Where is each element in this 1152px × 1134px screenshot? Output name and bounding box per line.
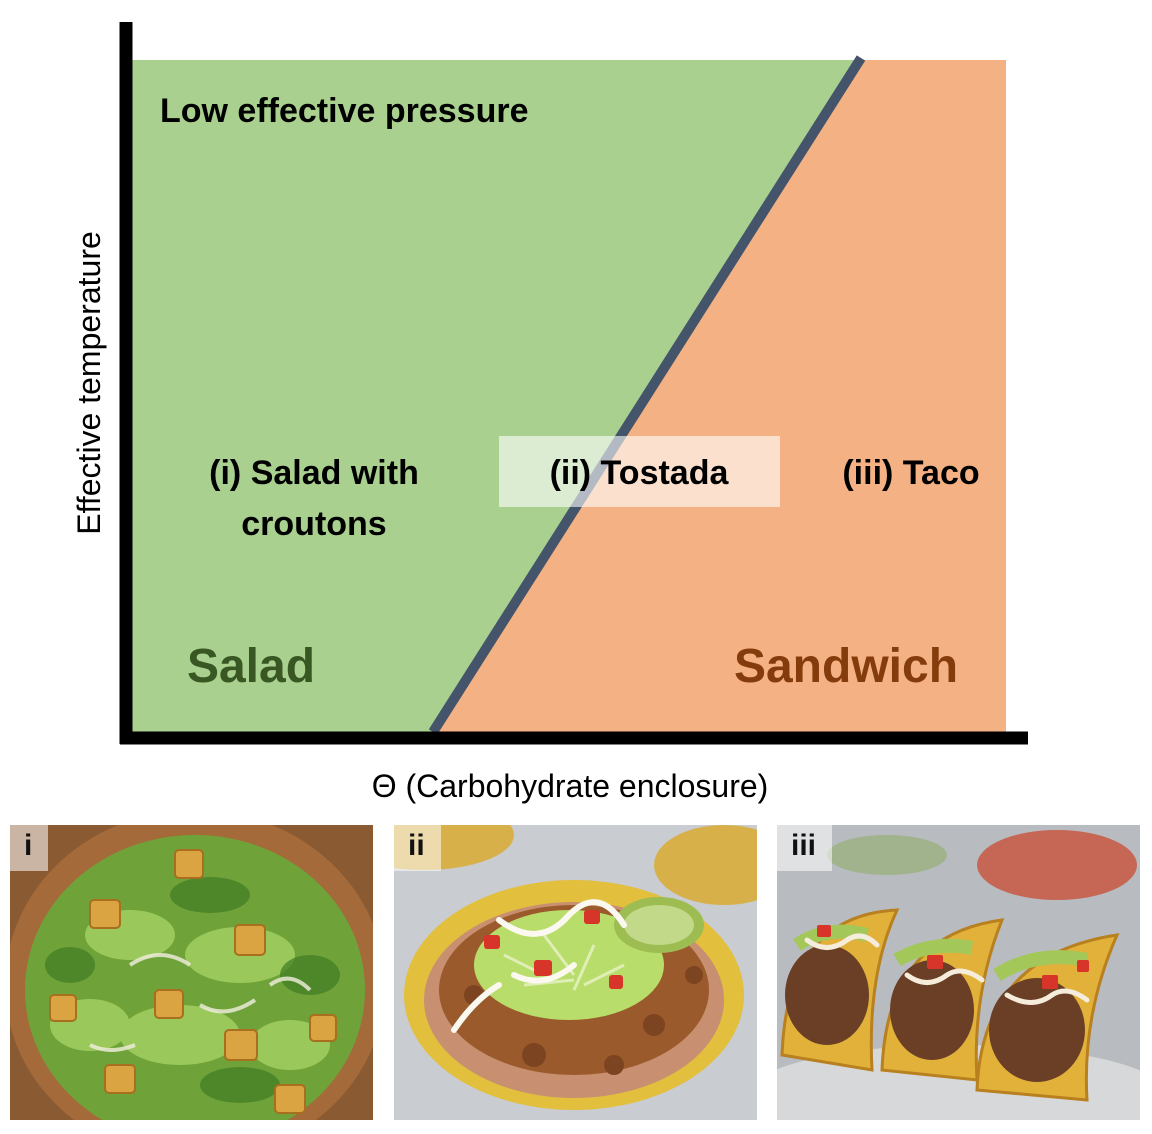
taco-photo-label: iii (777, 825, 833, 871)
salad-example-label-line1: (i) Salad with (209, 454, 419, 492)
salad-image (10, 825, 373, 1120)
tostada-photo-label: ii (394, 825, 441, 871)
x-axis-label: Θ (Carbohydrate enclosure) (372, 768, 769, 804)
salad-region-label: Salad (187, 640, 315, 693)
taco-photo: iii (777, 825, 1140, 1120)
taco-image (777, 825, 1140, 1120)
tostada-example-label: (ii) Tostada (550, 454, 730, 492)
salad-region (127, 60, 861, 736)
salad-example-label-line2: croutons (241, 505, 386, 543)
taco-example-label: (iii) Taco (842, 454, 979, 492)
tostada-photo: ii (394, 825, 757, 1120)
tostada-highlight-box (499, 436, 780, 507)
salad-photo: i (10, 825, 373, 1120)
sandwich-region-label: Sandwich (734, 640, 958, 693)
phase-boundary-line (428, 55, 866, 735)
phase-diagram: Low effective pressure (i) Salad with cr… (71, 22, 1028, 804)
y-axis-label: Effective temperature (71, 231, 107, 535)
low-pressure-label: Low effective pressure (160, 92, 528, 130)
tostada-image (394, 825, 757, 1120)
salad-photo-label: i (10, 825, 49, 871)
